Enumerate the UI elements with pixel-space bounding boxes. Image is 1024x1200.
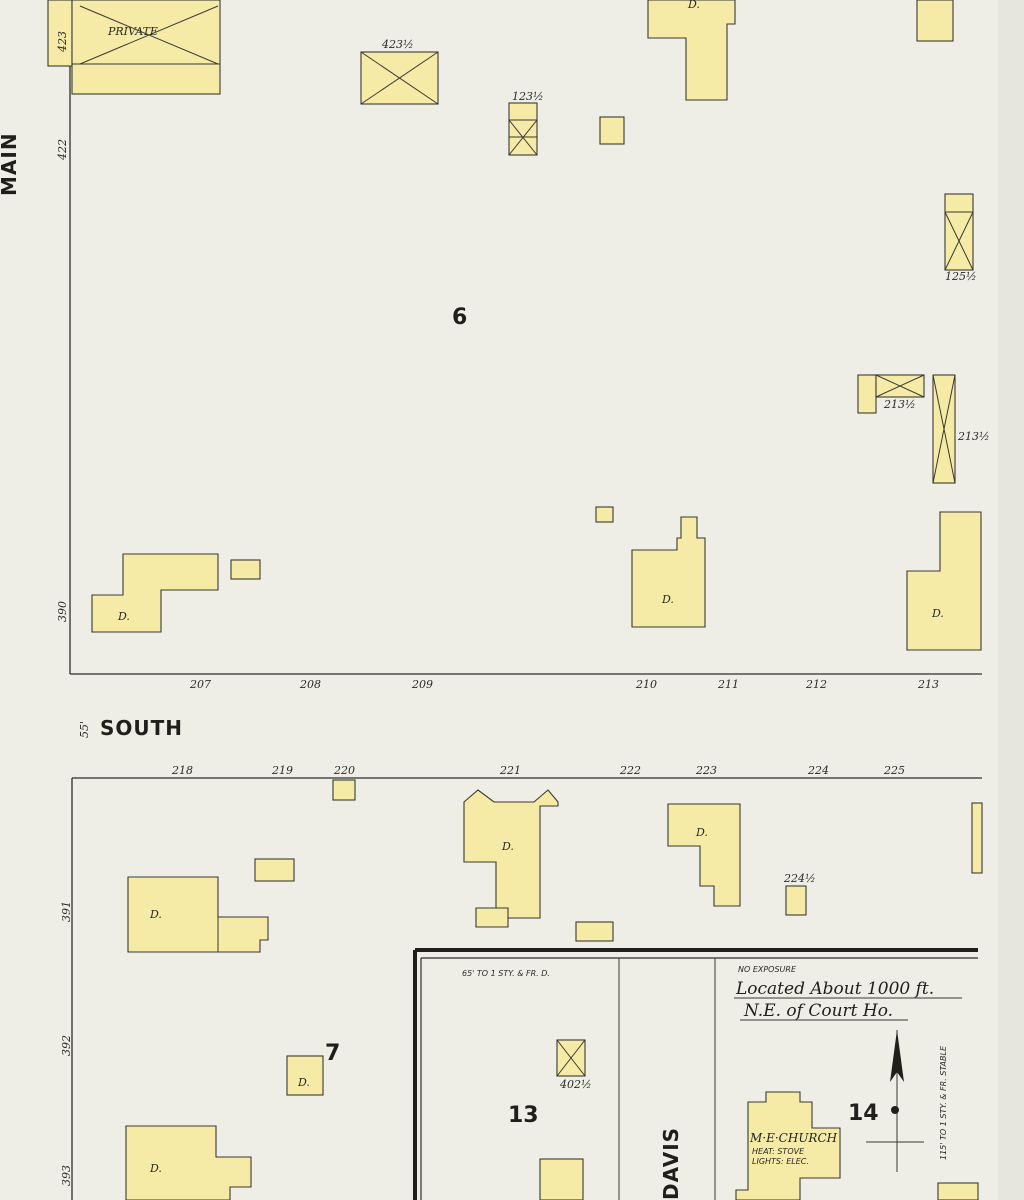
note-ne-court: N.E. of Court Ho.	[743, 1001, 893, 1021]
shed-222	[575, 921, 614, 942]
lot-221: 221	[499, 764, 521, 777]
address-213-half-b: 213½	[957, 430, 990, 443]
address-423: 423	[56, 31, 69, 53]
dwelling-label: D.	[687, 0, 700, 11]
block-6: PRIVATE 423 422 423½ 123½ D. 125½ 6 213½	[47, 0, 990, 691]
private-building	[47, 0, 221, 95]
note-115-ft: 115' TO 1 STY. & FR. STABLE	[939, 1045, 948, 1160]
street-main: MAIN	[0, 132, 21, 196]
dwelling-top-center	[647, 0, 736, 101]
lot-207: 207	[189, 678, 211, 691]
street-south: SOUTH	[100, 716, 183, 740]
dwelling-221	[463, 789, 559, 928]
address-224-half: 224½	[783, 872, 816, 885]
shed-391	[254, 858, 295, 882]
building-123-half	[508, 102, 538, 156]
dwelling-223-label: D.	[695, 826, 708, 839]
paper-edge	[998, 0, 1024, 1200]
dwelling-390-label: D.	[117, 610, 130, 623]
tiny-shed	[595, 506, 614, 523]
lot-208: 208	[299, 678, 321, 691]
dwelling-392	[286, 1055, 324, 1096]
lot-225: 225	[883, 764, 905, 777]
address-213-half-a: 213½	[883, 398, 916, 411]
address-123-half: 123½	[512, 90, 544, 103]
dwelling-221-label: D.	[501, 840, 514, 853]
lot-222: 222	[619, 764, 641, 777]
north-arrow-icon	[866, 1030, 924, 1172]
inset-frame: 65' TO 1 STY. & FR. D. 402½ 13 DAVIS NO …	[413, 948, 979, 1200]
note-65-ft: 65' TO 1 STY. & FR. D.	[462, 969, 550, 978]
lot-209: 209	[411, 678, 433, 691]
me-church	[735, 1091, 841, 1200]
dwelling-210-label: D.	[661, 593, 674, 606]
block-7: 218 219 220 221 222 223 224 225 D. 391 D…	[60, 764, 983, 1200]
block-number-6: 6	[452, 305, 467, 330]
dwelling-393-label: D.	[149, 1162, 162, 1175]
building-213-small	[857, 374, 877, 414]
shed-220	[332, 779, 356, 801]
address-422: 422	[56, 139, 69, 161]
dwelling-390	[91, 553, 219, 633]
building-block-13	[539, 1158, 584, 1200]
south-street-width: 55'	[78, 721, 91, 738]
note-located: Located About 1000 ft.	[735, 979, 934, 999]
building-top-right	[916, 0, 954, 42]
dwelling-393	[125, 1125, 252, 1200]
address-423-half: 423½	[381, 38, 414, 51]
church-lights: LIGHTS: ELEC.	[752, 1157, 809, 1166]
block-number-13: 13	[508, 1103, 539, 1128]
dwelling-210	[631, 516, 706, 628]
address-392: 392	[60, 1035, 73, 1056]
small-shed	[599, 116, 625, 145]
lot-213: 213	[917, 678, 939, 691]
lot-211: 211	[717, 678, 739, 691]
dwelling-223	[667, 803, 741, 907]
church-name: M·E·CHURCH	[749, 1131, 838, 1145]
building-225	[971, 802, 983, 874]
building-125-half	[944, 193, 974, 271]
address-390: 390	[56, 601, 69, 622]
address-125-half: 125½	[945, 270, 977, 283]
lot-210: 210	[635, 678, 657, 691]
lot-218: 218	[171, 764, 193, 777]
dwelling-213-label: D.	[931, 607, 944, 620]
church-heat: HEAT: STOVE	[752, 1147, 805, 1156]
street-davis: DAVIS	[659, 1127, 683, 1200]
lot-212: 212	[805, 678, 827, 691]
block-number-7: 7	[325, 1041, 340, 1066]
lot-223: 223	[695, 764, 717, 777]
block-number-14: 14	[848, 1101, 879, 1126]
lot-220: 220	[333, 764, 355, 777]
address-393: 393	[60, 1165, 73, 1186]
dwelling-391	[127, 876, 269, 953]
building-224-half	[785, 885, 807, 916]
private-label: PRIVATE	[107, 25, 158, 38]
dwelling-392-label: D.	[297, 1076, 310, 1089]
shed-390	[230, 559, 261, 580]
address-391: 391	[60, 901, 73, 922]
building-block-14-right	[937, 1182, 979, 1200]
lot-224: 224	[807, 764, 829, 777]
lot-219: 219	[271, 764, 293, 777]
dwelling-391-label: D.	[149, 908, 162, 921]
dwelling-213	[906, 511, 982, 651]
no-exposure: NO EXPOSURE	[738, 965, 797, 974]
address-402-half: 402½	[559, 1078, 592, 1091]
